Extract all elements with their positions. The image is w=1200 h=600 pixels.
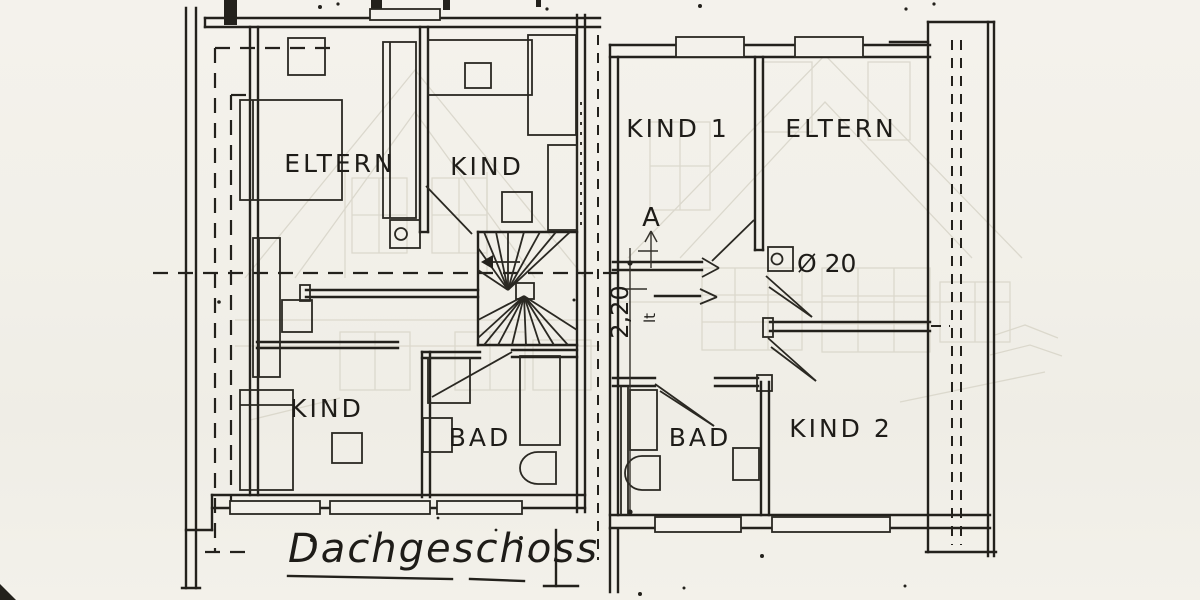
- floor-plan-right-unit: [608, 20, 998, 558]
- sink-left-bath: [427, 357, 471, 404]
- stair-direction-arrow: [481, 255, 493, 269]
- door-swing-child-top-left: [425, 185, 473, 235]
- bathtub-left: [519, 355, 561, 446]
- lower-extension-lines: [542, 528, 620, 594]
- room-label-child1-right: KIND 1: [626, 114, 730, 143]
- wardrobe: [527, 34, 577, 136]
- radiator-left-bath: [422, 417, 453, 453]
- sink-right-bath: [629, 389, 658, 451]
- room-label-parents-right: ELTERN: [785, 114, 896, 143]
- bed-parents-left: [239, 99, 343, 201]
- gallery-rail-left: [299, 284, 480, 302]
- closet: [252, 237, 281, 378]
- sheet-title: Dachgeschoss: [286, 526, 599, 583]
- knee-wall-child2: [762, 317, 950, 338]
- door-swing-bath-left: [431, 351, 513, 398]
- room-label-bath-left: BAD: [449, 423, 512, 452]
- eaves-strip-right: [888, 20, 998, 558]
- chimney: [767, 246, 794, 272]
- wardrobe: [382, 41, 417, 219]
- room-label-parents-left: ELTERN: [284, 149, 395, 178]
- bed-child-top: [427, 39, 533, 96]
- furniture-left-unit: [239, 34, 578, 491]
- clear-height-suffix-label: lt: [641, 313, 659, 323]
- radiator: [389, 219, 421, 249]
- floor-plan-left-unit: [153, 6, 620, 590]
- knee-wall-dashed-lines-left: [205, 46, 332, 554]
- toilet-right: [624, 455, 661, 491]
- door-swings-right-unit: [654, 219, 817, 427]
- dimension-line-2-20: [622, 248, 647, 515]
- room-label-child-top-left: KIND: [450, 152, 524, 181]
- section-marker-label: A: [642, 203, 660, 233]
- desk: [331, 432, 363, 464]
- bed-child-bottom: [239, 389, 294, 491]
- room-label-child-bottom-left: KIND: [290, 394, 364, 423]
- ghost-elevation-background: [235, 54, 1063, 421]
- toilet-left: [519, 451, 557, 485]
- chimney-diameter-label: Ø 20: [797, 249, 856, 278]
- staircase: [476, 230, 579, 347]
- nightstand: [501, 191, 533, 223]
- section-marker-a: [638, 230, 658, 268]
- nightstand: [287, 37, 326, 76]
- room-label-child2-right: KIND 2: [789, 414, 893, 443]
- sheet-title-text: Dachgeschoss: [288, 526, 599, 572]
- clear-height-dimension-label: 2,20: [606, 285, 634, 338]
- room-label-bath-right: BAD: [669, 423, 732, 452]
